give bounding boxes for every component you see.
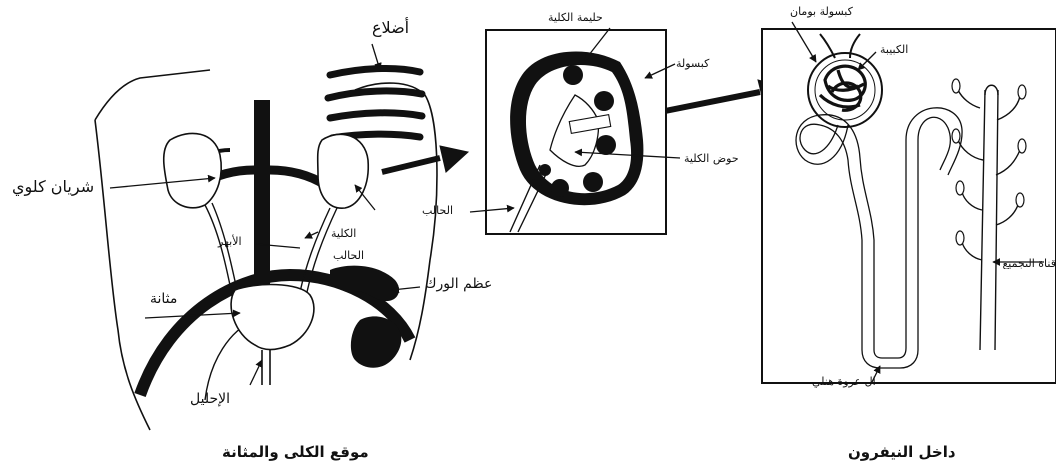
label-renal-artery: شريان كلوي xyxy=(12,179,94,195)
label-ureter-right: الحالب xyxy=(422,205,453,216)
label-bladder: مثانة xyxy=(150,292,177,306)
label-capsule: كبسولة xyxy=(676,58,709,69)
ribs xyxy=(328,68,422,138)
label-kidney: الكلية xyxy=(331,228,356,239)
label-renal-papilla: حليمة الكلية xyxy=(548,12,603,23)
label-pelvic-bone: عظم الورك xyxy=(425,277,492,291)
label-bowman-capsule: كبسولة بومان xyxy=(790,6,853,17)
kidney-section-panel xyxy=(486,30,666,234)
caption-right: داخل النيفرون xyxy=(848,445,956,460)
label-ureter-left: الحالب xyxy=(333,250,364,261)
bladder xyxy=(231,285,314,385)
label-urethra: الإحليل xyxy=(190,392,230,406)
label-ribs: أضلاع xyxy=(372,20,409,36)
label-aorta: الأبهر xyxy=(218,236,242,247)
label-glomerulus: الكبيبة xyxy=(880,44,908,55)
nephron-panel xyxy=(762,29,1056,383)
label-renal-pelvis: حوض الكلية xyxy=(684,153,739,164)
caption-left: موقع الكلى والمثانة xyxy=(222,445,369,460)
label-collecting-duct: قناة التجميع xyxy=(996,258,1056,269)
label-loop-of-henle: ال عروة هنلي xyxy=(812,376,876,387)
